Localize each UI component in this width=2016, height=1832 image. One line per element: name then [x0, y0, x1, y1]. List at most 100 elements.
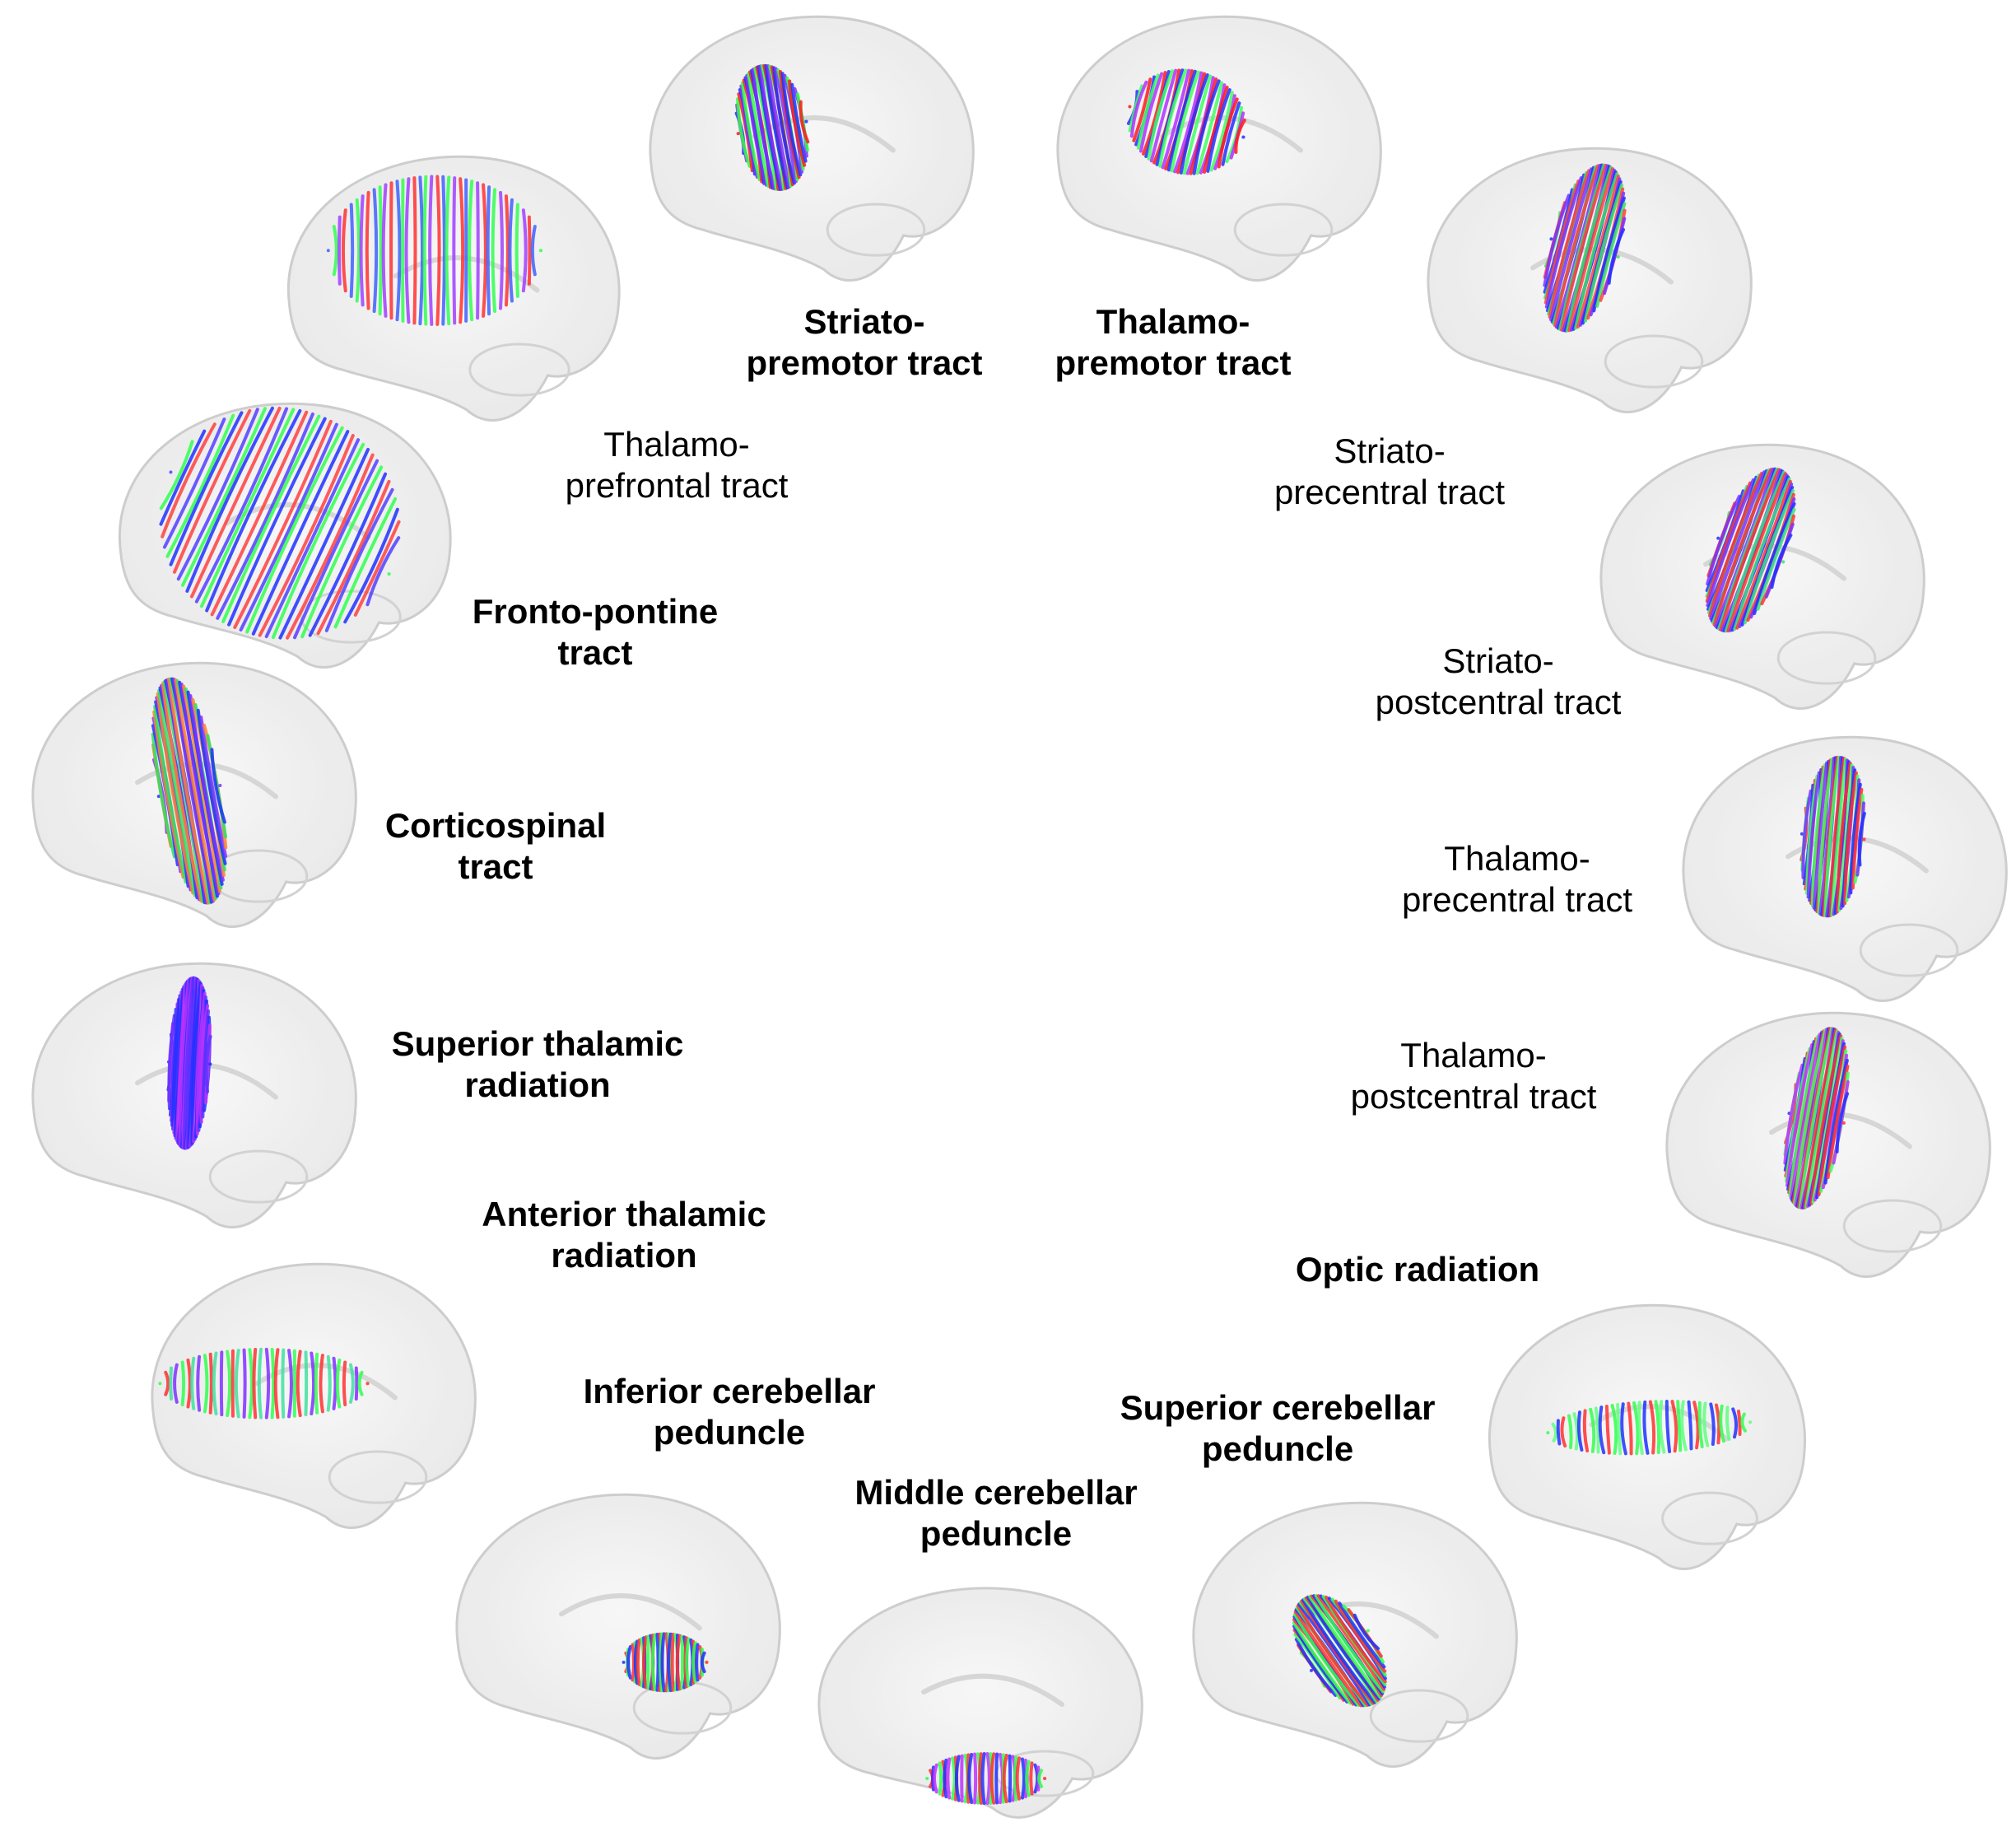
fiber-strand: [1756, 507, 1796, 611]
fiber-strand: [1015, 1756, 1022, 1801]
fiber-strand: [287, 1349, 293, 1419]
fiber-strand: [985, 1752, 991, 1805]
fiber-strand: [1835, 762, 1852, 914]
fiber-strand: [1209, 91, 1234, 172]
fiber-strand: [1809, 1034, 1843, 1205]
fiber-strand: [422, 175, 428, 326]
fiber-strand: [324, 487, 394, 632]
fiber-strand: [1316, 1594, 1386, 1691]
fiber-strand: [337, 215, 342, 286]
fiber-strand: [1803, 1028, 1838, 1210]
fiber-strand: [514, 203, 519, 298]
fiber-strand: [1740, 1412, 1747, 1433]
fiber-strand: [208, 1352, 213, 1415]
fiber-strand: [1161, 68, 1191, 170]
fiber-strand: [226, 1350, 232, 1418]
fiber-strand: [1712, 468, 1773, 627]
fiber-strand: [504, 194, 510, 307]
fiber-strand: [233, 419, 333, 629]
fiber-strand: [1574, 172, 1619, 330]
fiber-strand: [174, 985, 186, 1140]
fiber-strand: [691, 1641, 697, 1684]
cerebellum: [1661, 1491, 1758, 1545]
fiber-strand: [162, 417, 226, 549]
fiber-strand: [1823, 755, 1841, 918]
fiber-strand: [435, 175, 441, 326]
fiber-strand: [659, 1632, 663, 1693]
fiber-strand: [695, 1643, 700, 1682]
fiber-strand: [1826, 1065, 1850, 1180]
fiber-strand: [189, 693, 225, 882]
fiber-strand: [798, 100, 810, 144]
fiber-strand: [938, 1761, 943, 1796]
fiber-strand: [1664, 1400, 1672, 1453]
fiber-strand: [342, 1360, 347, 1406]
fiber-strand: [365, 190, 370, 310]
fiber-strand: [1620, 1402, 1627, 1456]
fiber-strand: [1786, 1043, 1814, 1187]
fiber-strand: [1221, 101, 1241, 166]
brain-thalamo-precentral: [1682, 735, 2008, 1002]
cerebellum: [328, 1450, 428, 1504]
cerebellum: [1776, 631, 1877, 685]
fiber-strand: [257, 1347, 263, 1419]
fiber-strand: [1013, 1755, 1018, 1802]
fiber-strand: [316, 479, 391, 636]
fiber-strand: [203, 1023, 212, 1105]
fiber-strand: [204, 1034, 212, 1093]
fiber-strand: [954, 1755, 961, 1802]
fiber-strand: [1812, 761, 1829, 910]
fiber-strand: [221, 414, 321, 623]
fiber-strand: [774, 67, 798, 184]
fiber-strand: [933, 1763, 938, 1794]
brain-fronto-pontine: [118, 402, 452, 669]
fiber-strand: [740, 81, 761, 181]
fiber-strand: [1719, 468, 1781, 632]
fiber-strand: [1733, 477, 1791, 632]
fiber-strand: [1835, 1092, 1850, 1154]
fiber-strand: [1576, 1410, 1584, 1452]
fiber-strand: [1565, 165, 1613, 333]
fiber-strand: [180, 1360, 186, 1406]
fiber-strand: [210, 748, 226, 824]
fiber-strand: [169, 411, 244, 566]
fiber-strand: [1702, 1401, 1710, 1447]
brain-outline: [649, 15, 975, 282]
fiber-strand: [1560, 1416, 1567, 1448]
fiber-strand: [1544, 176, 1583, 309]
fiber-strand: [251, 430, 350, 636]
ventricle: [559, 1593, 702, 1631]
fiber-strand: [1314, 1594, 1385, 1694]
fiber-strand: [1136, 73, 1160, 150]
fiber-strand: [1804, 1029, 1839, 1209]
fiber-strand: [788, 79, 807, 167]
fiber-strand: [341, 208, 347, 293]
fiber-strand: [667, 1632, 673, 1693]
fiber-strand: [530, 225, 537, 277]
fiber-strand: [165, 413, 235, 558]
fiber-strand: [182, 684, 221, 893]
fiber-strand: [758, 64, 785, 191]
fiber-bundle: [158, 1347, 370, 1419]
fiber-strand: [300, 465, 384, 639]
fiber-strand: [1543, 179, 1581, 305]
brain-inferior-cerebellar-peduncle: [455, 1493, 781, 1760]
fiber-strand: [1637, 1401, 1644, 1456]
fiber-strand: [1556, 1419, 1562, 1446]
fiber-strand: [980, 1752, 986, 1805]
fiber-strand: [521, 208, 528, 293]
fiber-strand: [242, 1348, 247, 1419]
fiber-strand: [1234, 119, 1246, 154]
fiber-strand: [1789, 1033, 1822, 1200]
fiber-strand: [655, 1633, 660, 1692]
fiber-strand: [180, 407, 268, 587]
fiber-strand: [310, 1351, 316, 1416]
fiber-strand: [286, 453, 375, 640]
fiber-strand: [239, 422, 338, 632]
fiber-strand: [1851, 787, 1864, 890]
label-striato-postcentral: Striato- postcentral tract: [1375, 641, 1622, 722]
fiber-strand: [179, 683, 221, 896]
label-thalamo-premotor: Thalamo- premotor tract: [1055, 302, 1292, 383]
fiber-strand: [1735, 479, 1792, 630]
fiber-strand: [1706, 494, 1741, 586]
